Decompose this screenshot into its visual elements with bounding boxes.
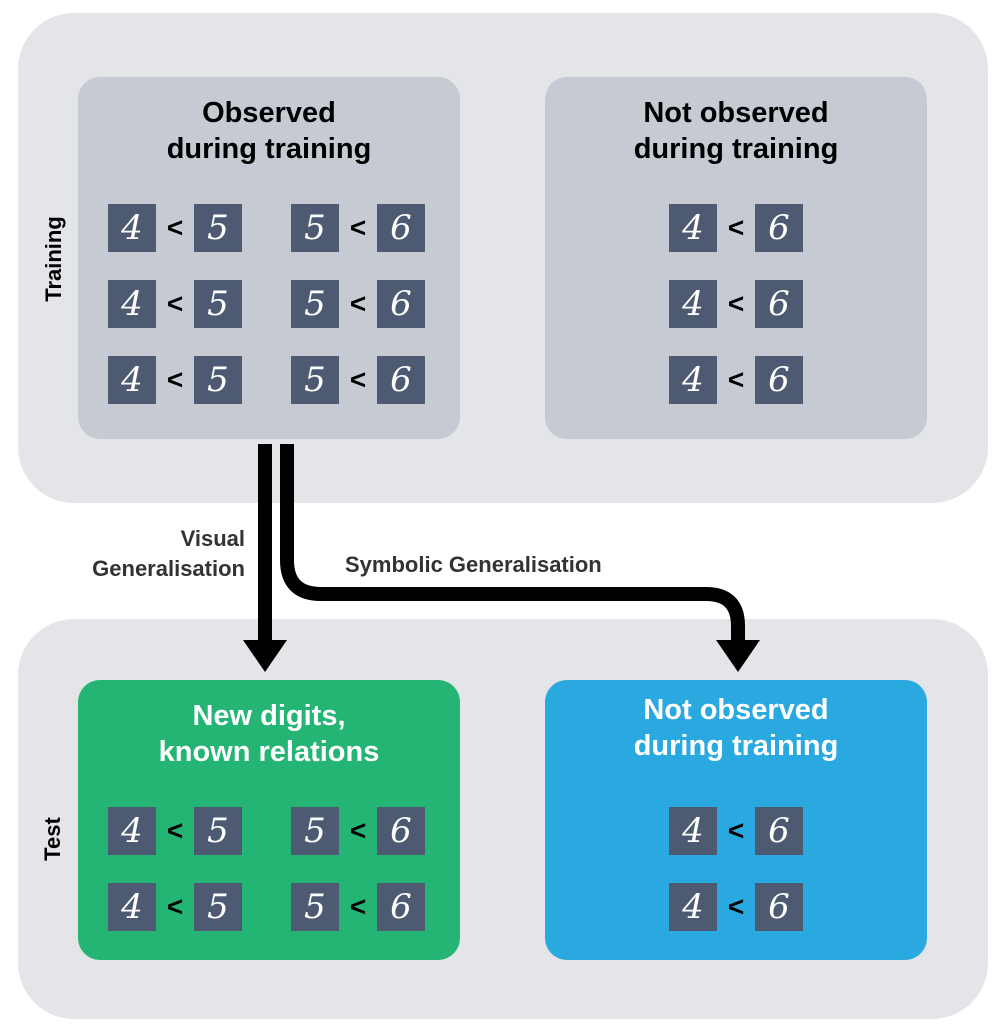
digit-tile: 4 — [108, 807, 156, 855]
digit-tile: 6 — [377, 204, 425, 252]
digit-pair: 4 <6 — [669, 204, 803, 252]
digit-tile: 5 — [291, 807, 339, 855]
digit-tile: 6 — [755, 356, 803, 404]
digit-tile: 6 — [755, 883, 803, 931]
digit-tile: 4 — [669, 204, 717, 252]
digit-tile: 5 — [291, 883, 339, 931]
less-than-symbol: < — [727, 364, 745, 395]
digit-tile: 5 — [194, 280, 242, 328]
digit-tile: 4 — [108, 204, 156, 252]
digit-tile: 5 — [291, 204, 339, 252]
panel-title: Not observed during training — [545, 95, 927, 167]
digit-pair: 5 <6 — [291, 807, 425, 855]
less-than-symbol: < — [166, 815, 184, 846]
title-line: Observed — [202, 97, 336, 129]
digit-pair: 5 <6 — [291, 883, 425, 931]
digit-tile: 6 — [377, 807, 425, 855]
digit-pair: 4 <5 — [108, 807, 242, 855]
digit-pair: 4 <5 — [108, 883, 242, 931]
title-line: known relations — [158, 736, 380, 768]
title-line: during training — [633, 730, 839, 762]
less-than-symbol: < — [727, 891, 745, 922]
visual-arrow-head — [243, 640, 287, 672]
less-than-symbol: < — [349, 891, 367, 922]
digit-tile: 6 — [755, 280, 803, 328]
digit-pair: 4 <5 — [108, 280, 242, 328]
title-line: Not observed — [643, 694, 829, 726]
digit-pair: 5 <6 — [291, 356, 425, 404]
visual-generalisation-label: Visual Generalisation — [40, 524, 245, 584]
digit-pair: 5 <6 — [291, 204, 425, 252]
digit-tile: 4 — [108, 356, 156, 404]
title-line: during training — [166, 133, 372, 165]
symbolic-arrow-head — [716, 640, 760, 672]
digit-tile: 5 — [194, 883, 242, 931]
digit-tile: 5 — [194, 204, 242, 252]
digit-tile: 6 — [377, 883, 425, 931]
caption-line: Generalisation — [92, 556, 245, 581]
less-than-symbol: < — [727, 212, 745, 243]
less-than-symbol: < — [349, 364, 367, 395]
less-than-symbol: < — [349, 212, 367, 243]
panel-title: New digits, known relations — [78, 698, 460, 770]
digit-pair: 4 <6 — [669, 356, 803, 404]
digit-pair: 4 <6 — [669, 280, 803, 328]
digit-tile: 4 — [108, 280, 156, 328]
less-than-symbol: < — [166, 364, 184, 395]
less-than-symbol: < — [166, 891, 184, 922]
title-line: Not observed — [643, 97, 829, 129]
digit-pair: 5 <6 — [291, 280, 425, 328]
title-line: during training — [633, 133, 839, 165]
digit-pair: 4 <6 — [669, 807, 803, 855]
caption-line: Visual — [180, 526, 245, 551]
digit-tile: 4 — [669, 807, 717, 855]
panel-title: Observed during training — [78, 95, 460, 167]
panel-title: Not observed during training — [545, 692, 927, 764]
digit-tile: 6 — [377, 280, 425, 328]
symbolic-generalisation-label: Symbolic Generalisation — [345, 552, 602, 577]
digit-tile: 4 — [669, 356, 717, 404]
less-than-symbol: < — [349, 288, 367, 319]
digit-tile: 6 — [755, 807, 803, 855]
symbolic-arrow-shaft — [280, 444, 745, 645]
digit-tile: 6 — [377, 356, 425, 404]
digit-tile: 5 — [194, 356, 242, 404]
less-than-symbol: < — [727, 815, 745, 846]
new-digits-known-relations-panel: New digits, known relations 4 <5 5 <6 4 <5 5 <6 — [78, 680, 460, 960]
less-than-symbol: < — [166, 288, 184, 319]
digit-pair: 4 <5 — [108, 356, 242, 404]
observed-during-training-panel: Observed during training 4 <5 5 <6 4 <5 5 <6 4 <5… — [78, 77, 460, 439]
digit-tile: 6 — [755, 204, 803, 252]
digit-tile: 5 — [194, 807, 242, 855]
digit-tile: 5 — [291, 280, 339, 328]
digit-tile: 4 — [669, 883, 717, 931]
less-than-symbol: < — [349, 815, 367, 846]
less-than-symbol: < — [166, 212, 184, 243]
digit-tile: 5 — [291, 356, 339, 404]
digit-tile: 4 — [108, 883, 156, 931]
digit-pair: 4 <6 — [669, 883, 803, 931]
digit-pair: 4 <5 — [108, 204, 242, 252]
title-line: New digits, — [192, 700, 346, 732]
digit-tile: 4 — [669, 280, 717, 328]
less-than-symbol: < — [727, 288, 745, 319]
